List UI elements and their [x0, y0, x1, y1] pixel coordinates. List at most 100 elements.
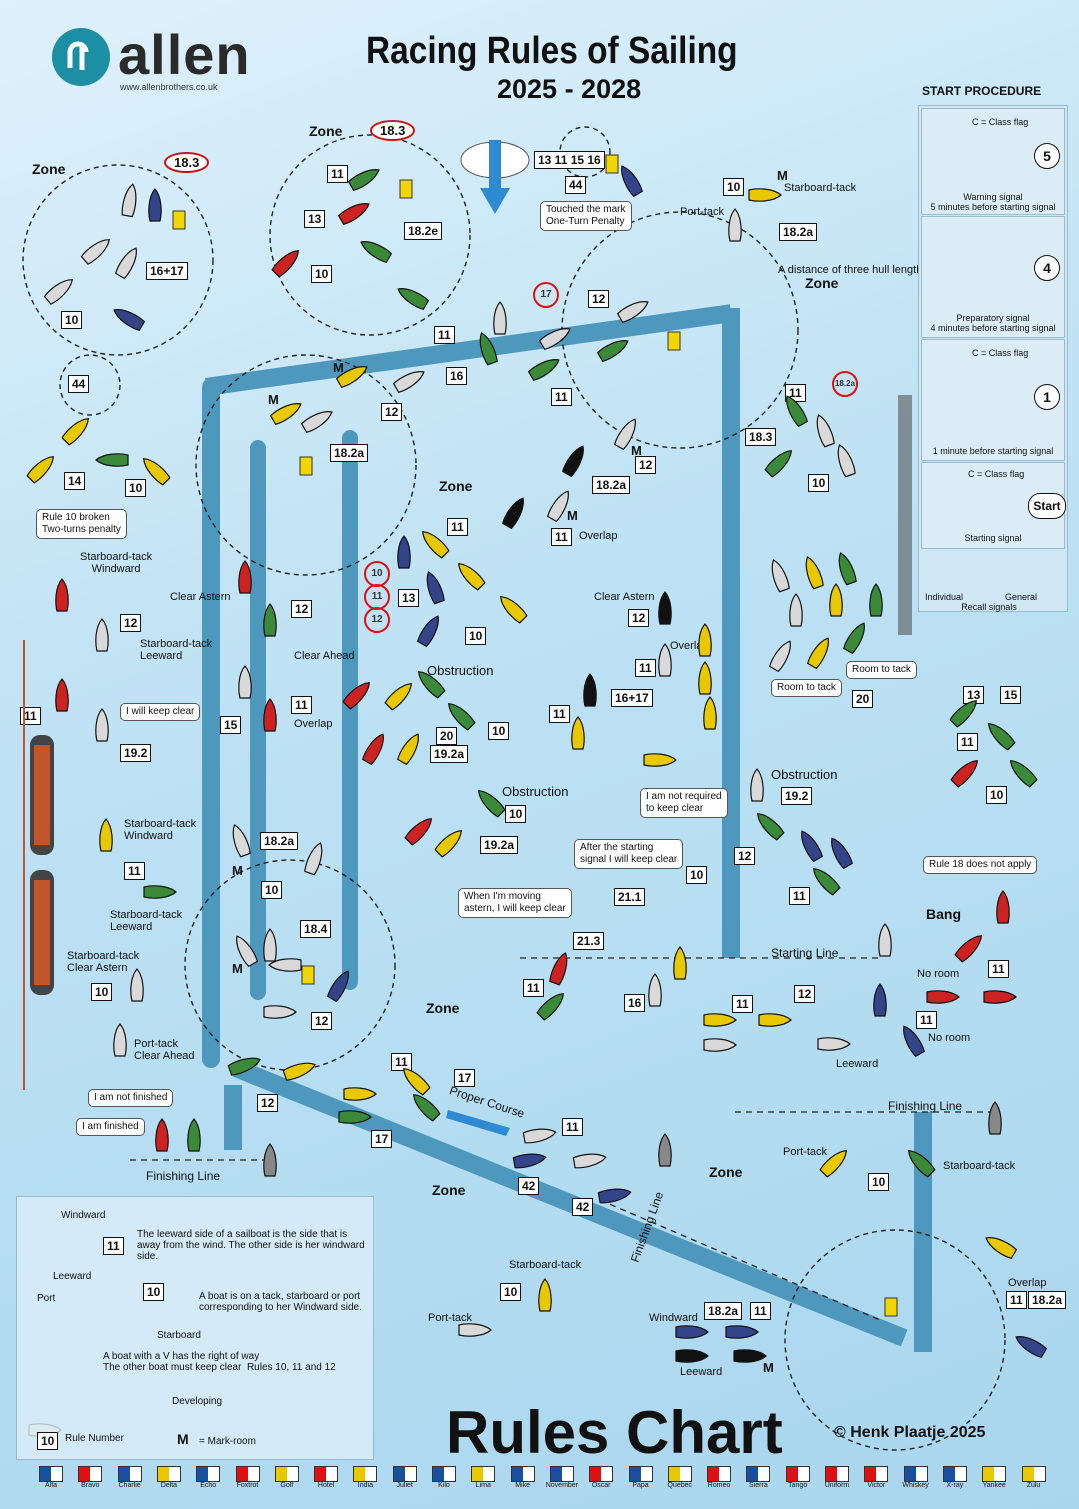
flag-quebec: Quebec — [663, 1466, 697, 1489]
legend-tack-text: A boat is on a tack, starboard or port c… — [199, 1291, 362, 1313]
mark-room-m: M — [333, 360, 344, 375]
rule-box: 18.2e — [404, 222, 443, 240]
rule-box: 11 — [750, 1302, 771, 1320]
rule-box: 11 — [551, 528, 572, 546]
rule-box: 13 — [304, 210, 326, 228]
rule-box: 12 — [588, 290, 610, 308]
rule-box: 10 — [311, 265, 333, 283]
legend-m: M — [177, 1431, 189, 1447]
rule-box: 11 — [732, 995, 753, 1013]
rule-box: 11 — [562, 1118, 583, 1136]
stbd-leeward-label-2: Starboard-tack Leeward — [110, 909, 183, 933]
flag-name: India — [357, 1482, 373, 1489]
flag-name: Golf — [280, 1482, 294, 1489]
rule-box: 16 — [624, 994, 646, 1012]
flag-oscar: Oscar — [584, 1466, 618, 1489]
rule-box: 11 — [789, 887, 810, 905]
flag-name: Kilo — [438, 1482, 450, 1489]
stbd-clear-astern-label: Starboard-tack Clear Astern — [67, 950, 140, 974]
legend-starboard: Starboard — [157, 1330, 201, 1341]
stbd-windward-label: Starboard-tack Windward — [80, 551, 153, 575]
signal-flag-icon — [274, 1466, 299, 1482]
starting-line-label: Starting Line — [771, 946, 839, 960]
rule-box: 18.2a — [704, 1302, 743, 1320]
flag-uniform: Uniform — [820, 1466, 854, 1489]
flag-name: Juliet — [396, 1482, 413, 1489]
rule-box: 10 — [723, 178, 745, 196]
mark-room-m: M — [763, 1360, 774, 1375]
course-track-inner-right — [342, 430, 358, 990]
rule-box: 17 — [371, 1130, 393, 1148]
course-track-left-outer — [202, 378, 220, 1068]
zone-label-4: Zone — [439, 478, 473, 494]
no-room-label: No room — [917, 968, 960, 980]
moving-astern-note: When I'm moving astern, I will keep clea… — [458, 888, 572, 918]
no-entry-icon: 12 — [364, 607, 390, 633]
legend-rule-10: 10 — [143, 1283, 165, 1301]
step-caption: 1 minute before starting signal — [932, 446, 1054, 456]
obstruction-label: Obstruction — [502, 784, 569, 799]
distance-label: A distance of three hull lengths — [778, 264, 928, 276]
rule-box: 11 — [916, 1011, 937, 1029]
flag-name: Papa — [632, 1482, 649, 1489]
rule-box: 11 — [1006, 1291, 1027, 1309]
flag-name: Alfa — [44, 1482, 58, 1489]
rule-box: 20 — [436, 727, 458, 745]
signal-flag-icon — [1021, 1466, 1046, 1482]
signal-flag-icon — [235, 1466, 260, 1482]
rule-box: 15 — [1000, 686, 1022, 704]
leeward-label: Leeward — [836, 1058, 879, 1070]
touched-mark-note: Touched the mark One-Turn Penalty — [540, 201, 632, 231]
flag-echo: Echo — [191, 1466, 225, 1489]
rule-box: 12 — [311, 1012, 333, 1030]
stbd-leeward-label: Starboard-tack Leeward — [140, 638, 213, 662]
rule-box: 11 — [327, 165, 348, 183]
rule-box: 12 — [257, 1094, 279, 1112]
wind-cloud-icon — [460, 140, 530, 214]
rule-box: 11 — [523, 979, 544, 997]
start-step-4: 4 Preparatory signal 4 minutes before st… — [921, 216, 1065, 338]
flag-name: Victor — [867, 1482, 886, 1489]
signal-flag-icon — [510, 1466, 535, 1482]
rule-box: 13 11 15 16 — [534, 151, 605, 169]
flag-name: Tango — [788, 1482, 808, 1489]
after-start-note: After the starting signal I will keep cl… — [574, 839, 684, 869]
rule-box: 12 — [794, 985, 816, 1003]
signal-flag-icon — [549, 1466, 574, 1482]
flag-juliet: Juliet — [388, 1466, 422, 1489]
rule-box: 10 — [868, 1173, 890, 1191]
rule-box: 44 — [565, 176, 587, 194]
rule-box: 10 — [61, 311, 83, 329]
legend-right-of-way: A boat with a V has the right of way The… — [103, 1351, 336, 1373]
rule-box: 10 — [488, 722, 510, 740]
rule-box: 11 — [447, 518, 468, 536]
flag-foxtrot: Foxtrot — [231, 1466, 265, 1489]
flag-romeo: Romeo — [702, 1466, 736, 1489]
start-badge: Start — [1028, 493, 1066, 519]
flag-name: Oscar — [591, 1482, 611, 1489]
flag-november: November — [545, 1466, 579, 1489]
rule-box: 21.1 — [614, 888, 646, 906]
stbd-windward-label-2: Starboard-tack Windward — [124, 818, 197, 842]
rule-box: 19.2a — [430, 745, 469, 763]
rule10-note: Rule 10 broken Two-turns penalty — [36, 509, 127, 539]
rule-box: 18.4 — [300, 920, 332, 938]
signal-flag-icon — [746, 1466, 771, 1482]
clear-astern-label: Clear Astern — [170, 591, 231, 603]
starboard-tack-label: Starboard-tack — [943, 1160, 1016, 1172]
rule-box: 42 — [572, 1198, 594, 1216]
flag-delta: Delta — [152, 1466, 186, 1489]
signal-flag-icon — [314, 1466, 339, 1482]
finishing-line-label: Finishing Line — [146, 1169, 221, 1183]
rule18-note: Rule 18 does not apply — [923, 856, 1038, 874]
rule-box: 19.2 — [781, 787, 813, 805]
start-procedure-panel: C = Class flag 5 Warning signal 5 minute… — [918, 105, 1068, 612]
rule-box: 11 — [391, 1053, 412, 1071]
flag-bravo: Bravo — [73, 1466, 107, 1489]
ship-icon — [23, 640, 54, 1090]
rule-oval-18-3-b: 18.3 — [370, 120, 416, 141]
signal-flag-icon — [117, 1466, 142, 1482]
rule-box: 12 — [734, 847, 756, 865]
rule-box: 44 — [68, 375, 90, 393]
